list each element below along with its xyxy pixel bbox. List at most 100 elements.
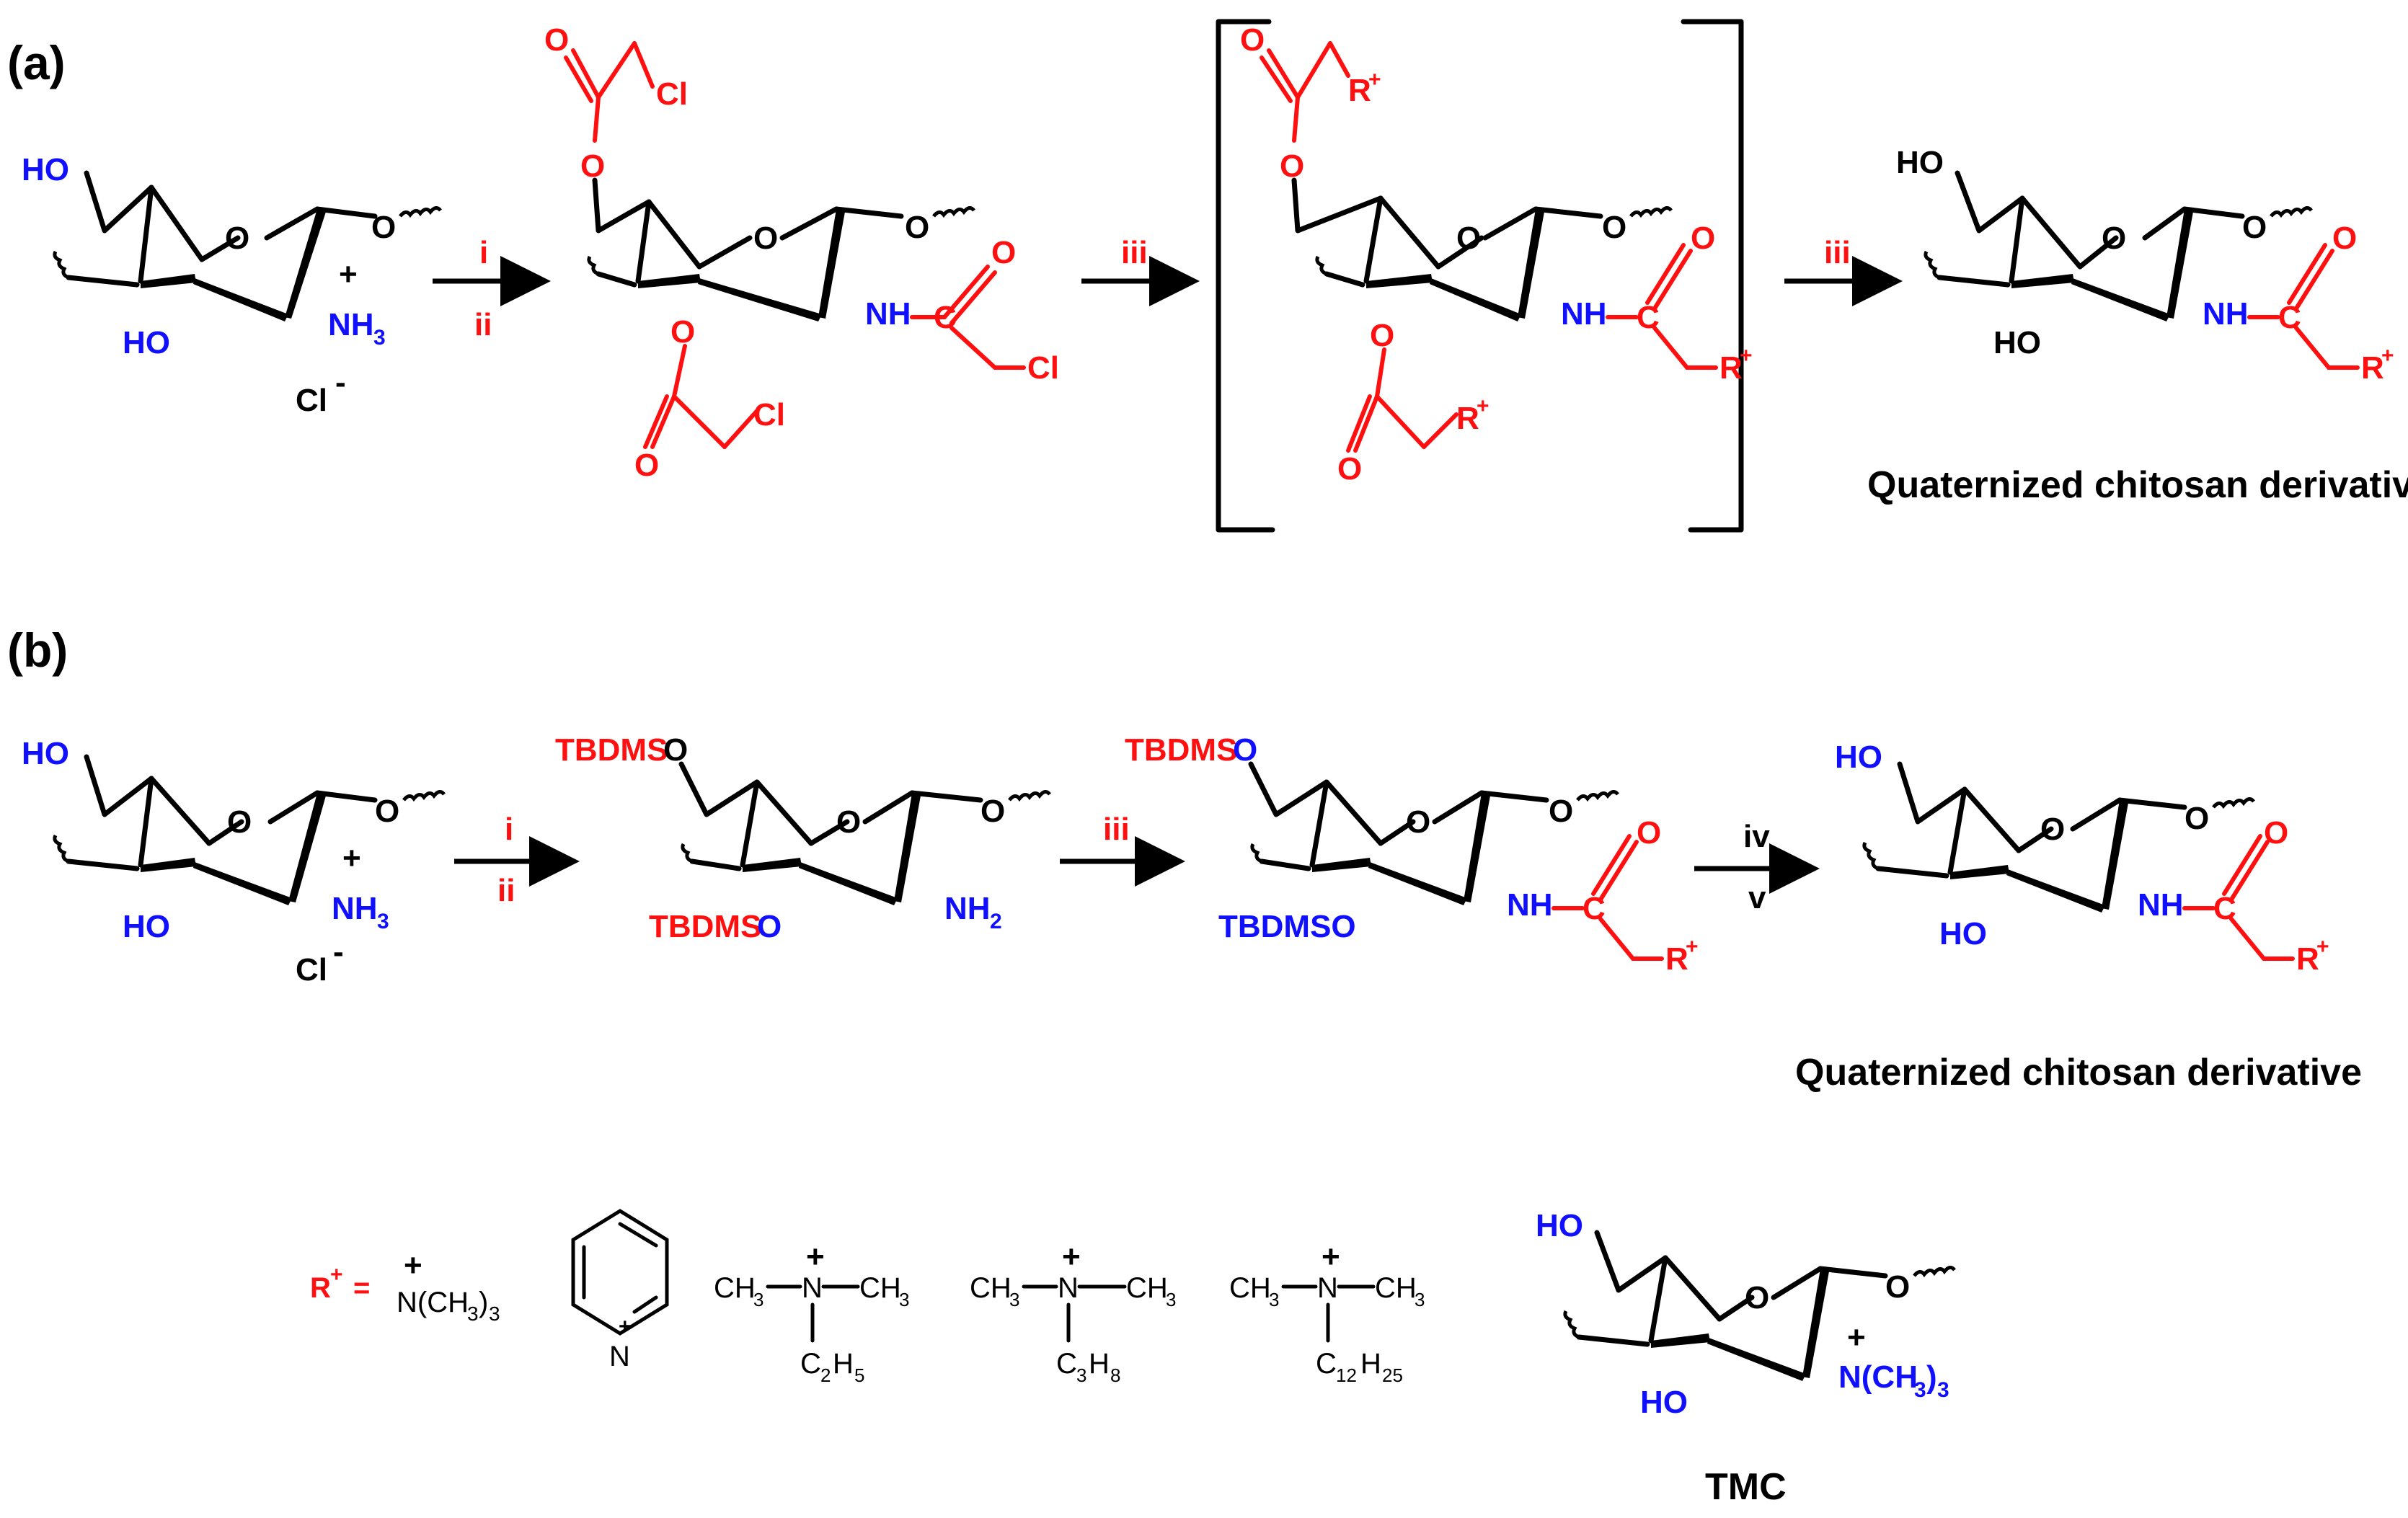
methyl-right-sub: 3 xyxy=(899,1289,909,1310)
dodecyl-c: C xyxy=(1316,1348,1337,1380)
methyl-right-sub: 3 xyxy=(1166,1289,1176,1310)
tbdms-label: TBDMS xyxy=(555,732,668,768)
amide-nh-label: NH xyxy=(2138,887,2184,923)
a-chitosan-salt: HO O O HO NH 3 + Cl - xyxy=(22,152,442,418)
amide-nh-label: NH xyxy=(1507,887,1553,923)
ester-oxygen: O xyxy=(670,314,695,350)
a-product-title: Quaternized chitosan derivative xyxy=(1867,464,2408,506)
amine-subscript: 2 xyxy=(990,910,1002,933)
ring-oxygen: O xyxy=(1406,804,1430,840)
amide-nh-label: NH xyxy=(1561,296,1607,332)
r-group-label: R xyxy=(1456,401,1479,436)
r-group-charge: + xyxy=(2316,935,2329,959)
tbdms-label: TBDMS xyxy=(1125,732,1237,768)
dodecyl-sub2: 25 xyxy=(1382,1364,1403,1386)
methyl-left: CH xyxy=(1229,1272,1271,1304)
glycosidic-oxygen: O xyxy=(1549,794,1573,829)
glycosidic-oxygen: O xyxy=(981,794,1005,829)
r-group-charge: + xyxy=(1368,68,1381,92)
ester-oxygen: O xyxy=(1370,318,1394,353)
r-definition-label: R xyxy=(310,1272,331,1304)
hydroxyl-label: HO xyxy=(1939,916,1987,951)
methyl-left-sub: 3 xyxy=(1009,1289,1019,1310)
hydroxyl-label: HO xyxy=(1896,145,1944,180)
methyl-left: CH xyxy=(714,1272,756,1304)
carbonyl-oxygen: O xyxy=(1240,22,1265,58)
nitrogen-charge: + xyxy=(1322,1239,1340,1274)
dimethyl-dodecyl-ammonium: CH 3 N + CH 3 C 12 H 25 xyxy=(1229,1239,1425,1386)
r-group-charge: + xyxy=(1477,394,1489,418)
hydroxyl-label: HO xyxy=(1536,1208,1583,1243)
tmc-ammonium-label: N(CH xyxy=(1838,1359,1918,1395)
methyl-right-sub: 3 xyxy=(1415,1289,1425,1310)
ether-oxygen: O xyxy=(663,732,688,768)
dimethyl-propyl-ammonium: CH 3 N + CH 3 C 3 H 8 xyxy=(970,1239,1176,1386)
methyl-right: CH xyxy=(1126,1272,1168,1304)
nitrogen-center: N xyxy=(802,1272,823,1304)
methyl-left: CH xyxy=(970,1272,1012,1304)
dodecyl-h: H xyxy=(1360,1348,1381,1380)
tbdmso-label: TBDMS xyxy=(649,909,761,944)
r-group-label: R xyxy=(2296,941,2319,977)
hydroxyl-label: HO xyxy=(22,736,69,771)
r-group-label: R xyxy=(1348,73,1371,108)
dodecyl-sub1: 12 xyxy=(1336,1364,1357,1386)
ethyl-h: H xyxy=(833,1348,854,1380)
ring-oxygen: O xyxy=(1456,221,1481,256)
tbdmso-label: TBDMSO xyxy=(1218,909,1356,944)
methyl-right: CH xyxy=(1375,1272,1417,1304)
carbonyl-oxygen: O xyxy=(1691,221,1715,256)
pyridinium-nitrogen: N xyxy=(609,1341,630,1372)
carbonyl-oxygen: O xyxy=(634,448,659,483)
r-group-label: R xyxy=(2361,350,2384,386)
r-group-charge: + xyxy=(2381,344,2394,368)
ring-oxygen: O xyxy=(1745,1280,1769,1315)
trimethylammonium-close: ) xyxy=(479,1287,488,1318)
ring-oxygen: O xyxy=(2040,812,2065,847)
amide-nh-label: NH xyxy=(865,296,911,332)
tmc-ammonium-charge: + xyxy=(1847,1320,1866,1355)
ethyl-sub1: 2 xyxy=(820,1364,831,1386)
propyl-sub1: 3 xyxy=(1076,1364,1086,1386)
glycosidic-oxygen: O xyxy=(2185,801,2209,836)
hydroxyl-label: HO xyxy=(1993,325,2041,360)
ethyl-c: C xyxy=(800,1348,821,1380)
b-product-title: Quaternized chitosan derivative xyxy=(1795,1052,2362,1093)
a-intermediate-bracket xyxy=(1216,19,1744,533)
chloride-charge: - xyxy=(333,934,344,969)
carbonyl-oxygen: O xyxy=(2332,221,2357,256)
chloride-label: Cl xyxy=(296,383,327,418)
pyridinium-ring: N + xyxy=(571,1209,669,1372)
ether-oxygen: O xyxy=(1233,732,1257,768)
methyl-left-sub: 3 xyxy=(1269,1289,1279,1310)
a-product: HO O O HO NH O C R + xyxy=(1896,145,2394,386)
hydroxyl-label: HO xyxy=(22,152,69,187)
a-reagent-iii: iii xyxy=(1824,235,1851,270)
b-tbdms-protected: TBDMS O O O TBDMS O NH 2 xyxy=(555,732,1051,944)
glycosidic-oxygen: O xyxy=(2242,210,2267,245)
nitrogen-center: N xyxy=(1058,1272,1079,1304)
tmc-structure: HO O O HO + N(CH 3 ) 3 xyxy=(1536,1208,1956,1420)
nitrogen-charge: + xyxy=(1062,1239,1081,1274)
ether-oxygen: O xyxy=(757,909,782,944)
chlorine-label: Cl xyxy=(753,397,785,432)
propyl-sub2: 8 xyxy=(1110,1364,1120,1386)
ammonium-charge: + xyxy=(342,840,361,876)
carbonyl-oxygen: O xyxy=(1637,815,1661,851)
panel-label-b: (b) xyxy=(7,623,68,677)
b-reagent-i: i xyxy=(505,812,513,847)
hydroxyl-label: HO xyxy=(123,325,170,360)
glycosidic-oxygen: O xyxy=(375,794,399,829)
b-reagent-iv: iv xyxy=(1743,819,1770,854)
ring-oxygen: O xyxy=(227,804,252,840)
ammonium-label: NH xyxy=(332,891,378,926)
r-group-charge: + xyxy=(1740,344,1753,368)
b-reagent-ii: ii xyxy=(497,873,515,908)
a-intermediate: O R + O O O O O R + NH O C xyxy=(1240,22,1753,487)
r-group-label: R xyxy=(1719,350,1743,386)
panel-label-a: (a) xyxy=(7,36,66,89)
ammonium-subscript: 3 xyxy=(373,326,386,350)
chloride-label: Cl xyxy=(296,952,327,987)
ester-oxygen: O xyxy=(580,148,605,184)
propyl-c: C xyxy=(1056,1348,1077,1380)
